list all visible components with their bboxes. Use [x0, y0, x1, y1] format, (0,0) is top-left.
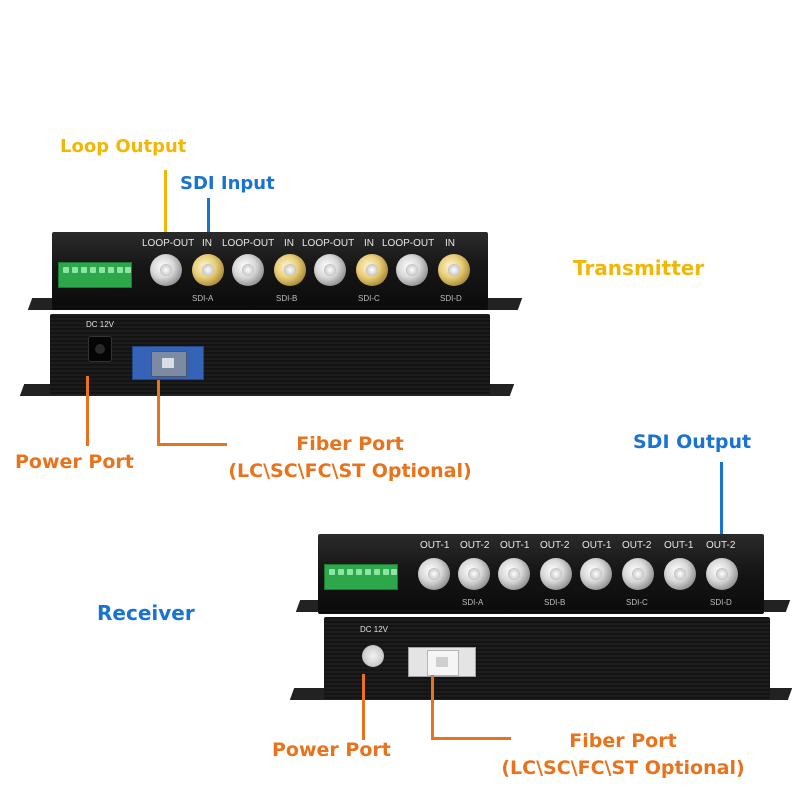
transmitter-fiber-leader-h	[157, 443, 227, 446]
bnc-connector	[458, 558, 490, 590]
bnc-connector	[498, 558, 530, 590]
receiver-out2-b-label: OUT-2	[540, 540, 570, 551]
receiver-out2-d-label: OUT-2	[706, 540, 736, 551]
receiver-rear-panel: DC 12V	[324, 617, 770, 699]
bnc-connector	[540, 558, 572, 590]
bnc-connector	[192, 254, 224, 286]
transmitter-in-b-label: IN	[284, 238, 294, 249]
receiver-sdi-c-label: SDI-C	[626, 598, 648, 607]
transmitter-fiber-port-line1: Fiber Port	[296, 433, 404, 455]
transmitter-fiber-port-line2: (LC\SC\FC\ST Optional)	[228, 460, 472, 482]
transmitter-loopout-b-label: LOOP-OUT	[222, 238, 275, 249]
bnc-connector	[232, 254, 264, 286]
sdi-input-leader	[207, 198, 210, 234]
bnc-connector	[580, 558, 612, 590]
transmitter-fiber-port	[132, 346, 204, 380]
bnc-connector	[150, 254, 182, 286]
transmitter-power-port-label: Power Port	[15, 451, 134, 473]
transmitter-fiber-port-label: Fiber Port (LC\SC\FC\ST Optional)	[200, 431, 500, 485]
receiver-out1-c-label: OUT-1	[582, 540, 612, 551]
transmitter-sdi-d-label: SDI-D	[440, 294, 462, 303]
transmitter-in-c-label: IN	[364, 238, 374, 249]
transmitter-rear-panel: DC 12V	[50, 314, 490, 394]
bnc-connector	[418, 558, 450, 590]
bnc-connector	[314, 254, 346, 286]
receiver-power-jack	[362, 645, 384, 667]
receiver-out2-a-label: OUT-2	[460, 540, 490, 551]
receiver-front-panel: OUT-1 OUT-2 OUT-1 OUT-2 OUT-1 OUT-2 OUT-…	[318, 534, 764, 614]
receiver-power-port-label: Power Port	[272, 739, 391, 761]
receiver-sdi-d-label: SDI-D	[710, 598, 732, 607]
sdi-output-label: SDI Output	[633, 431, 752, 453]
transmitter-title: Transmitter	[573, 256, 705, 280]
receiver-sdi-a-label: SDI-A	[462, 598, 484, 607]
receiver-out2-c-label: OUT-2	[622, 540, 652, 551]
receiver-fiber-port-line1: Fiber Port	[569, 730, 677, 752]
loop-output-leader	[164, 170, 167, 234]
bnc-connector	[664, 558, 696, 590]
transmitter-in-d-label: IN	[445, 238, 455, 249]
receiver-title: Receiver	[97, 601, 195, 625]
transmitter-sdi-a-label: SDI-A	[192, 294, 214, 303]
sdi-output-leader	[720, 462, 723, 538]
transmitter-loopout-a-label: LOOP-OUT	[142, 238, 195, 249]
transmitter-sdi-c-label: SDI-C	[358, 294, 380, 303]
sdi-input-label: SDI Input	[180, 173, 275, 194]
bnc-connector	[438, 254, 470, 286]
receiver-out1-b-label: OUT-1	[500, 540, 530, 551]
bnc-connector	[706, 558, 738, 590]
transmitter-terminal-block	[58, 262, 132, 288]
transmitter-dc-label: DC 12V	[86, 320, 115, 329]
receiver-dc-label: DC 12V	[360, 625, 389, 634]
receiver-fiber-port-line2: (LC\SC\FC\ST Optional)	[501, 757, 745, 779]
receiver-sdi-b-label: SDI-B	[544, 598, 566, 607]
receiver-out1-a-label: OUT-1	[420, 540, 450, 551]
bnc-connector	[274, 254, 306, 286]
transmitter-front-panel: LOOP-OUT IN LOOP-OUT IN LOOP-OUT IN LOOP…	[52, 232, 488, 310]
transmitter-fiber-leader-v	[157, 380, 160, 446]
transmitter-sdi-b-label: SDI-B	[276, 294, 298, 303]
receiver-terminal-block	[324, 564, 398, 590]
transmitter-power-leader-v	[86, 376, 89, 446]
receiver-fiber-leader-h	[431, 737, 511, 740]
bnc-connector	[396, 254, 428, 286]
receiver-fiber-port	[408, 647, 476, 677]
receiver-out1-d-label: OUT-1	[664, 540, 694, 551]
transmitter-power-jack	[88, 336, 112, 362]
transmitter-loopout-d-label: LOOP-OUT	[382, 238, 435, 249]
bnc-connector	[356, 254, 388, 286]
receiver-fiber-leader-v	[431, 675, 434, 740]
transmitter-loopout-c-label: LOOP-OUT	[302, 238, 355, 249]
bnc-connector	[622, 558, 654, 590]
receiver-power-leader-v	[362, 674, 365, 740]
transmitter-in-a-label: IN	[202, 238, 212, 249]
receiver-fiber-port-label: Fiber Port (LC\SC\FC\ST Optional)	[468, 728, 778, 782]
loop-output-label: Loop Output	[60, 136, 187, 157]
